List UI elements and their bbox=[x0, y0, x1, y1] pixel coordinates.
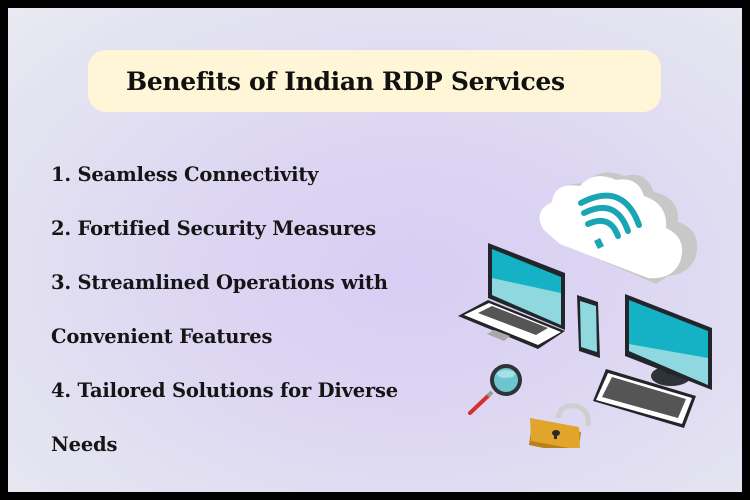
desktop-monitor-icon bbox=[625, 294, 712, 390]
padlock-icon bbox=[529, 403, 591, 448]
benefit-item-3-continued: Convenient Features bbox=[51, 325, 273, 348]
benefits-list: 1. Seamless Connectivity 2. Fortified Se… bbox=[51, 160, 398, 484]
devices-illustration bbox=[458, 172, 712, 448]
cloud-wifi-icon bbox=[539, 172, 698, 284]
benefit-item-2: 2. Fortified Security Measures bbox=[51, 217, 377, 240]
benefit-item-1: 1. Seamless Connectivity bbox=[51, 163, 319, 186]
magnifier-icon bbox=[468, 364, 522, 415]
page-title: Benefits of Indian RDP Services bbox=[126, 66, 565, 96]
keyboard-icon bbox=[593, 369, 696, 428]
benefit-item-3: 3. Streamlined Operations with bbox=[51, 271, 388, 294]
benefit-item-4-continued: Needs bbox=[51, 433, 118, 456]
benefit-item-4: 4. Tailored Solutions for Diverse bbox=[51, 379, 398, 402]
title-banner: Benefits of Indian RDP Services bbox=[88, 50, 661, 112]
laptop-icon bbox=[458, 243, 565, 349]
infographic-canvas: Benefits of Indian RDP Services 1. Seaml… bbox=[8, 8, 742, 492]
smartphone-icon bbox=[577, 295, 600, 358]
